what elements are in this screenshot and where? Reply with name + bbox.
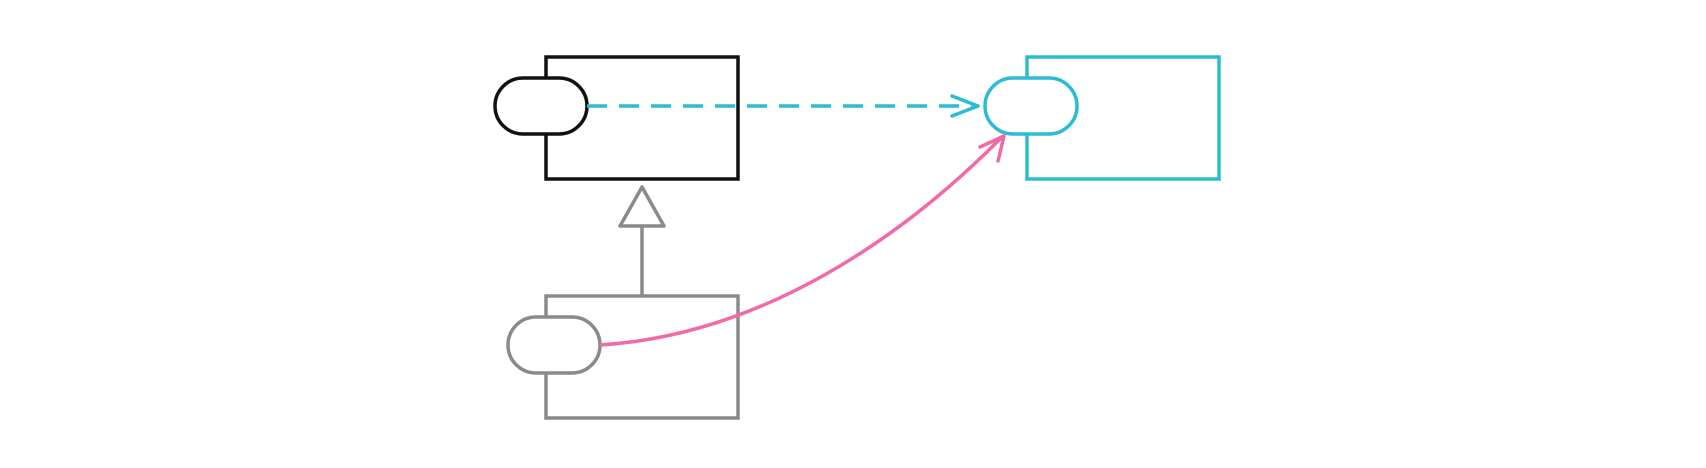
generalization-triangle [618, 185, 666, 228]
component-top-left-port [493, 76, 589, 136]
component-top-right-port [983, 76, 1079, 136]
edge-curved-association [599, 134, 1006, 347]
component-top-left [493, 55, 740, 181]
curved-association-arrowhead [978, 134, 1006, 163]
dashed-dependency-arrowhead [950, 94, 980, 118]
edge-dashed-dependency [587, 94, 980, 118]
curved-association-line [599, 136, 1003, 347]
component-bottom-left [506, 294, 740, 420]
component-top-right [983, 55, 1221, 181]
edge-generalization [618, 185, 666, 296]
component-bottom-left-port [506, 315, 602, 375]
